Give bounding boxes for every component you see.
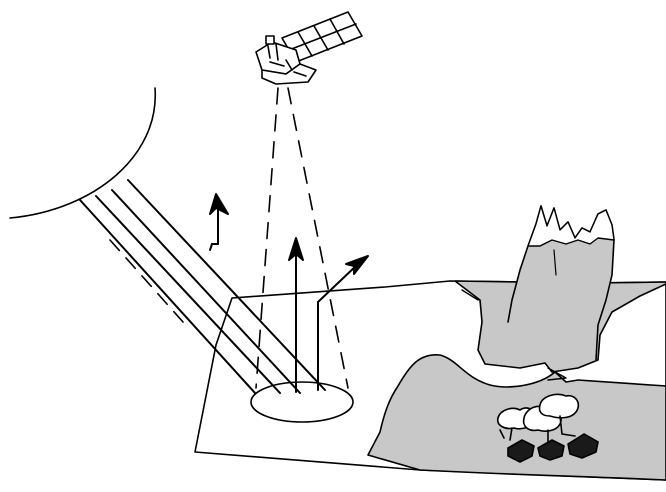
- fov-line-right: [287, 87, 349, 389]
- solar-panel-grid: [288, 18, 357, 57]
- arrowhead-icon: [345, 255, 369, 275]
- satellite-antenna: [265, 35, 275, 45]
- tree-cluster-icon: [496, 393, 599, 463]
- mountain-ridge-line: [553, 249, 557, 276]
- arrowhead-icon: [288, 237, 304, 261]
- satellite-icon: [255, 11, 363, 85]
- solar-ray: [79, 199, 256, 394]
- incoming-solar-rays: [79, 179, 326, 394]
- solar-ray: [111, 189, 301, 394]
- sun-arc-icon: [9, 87, 156, 219]
- reflected-radiation-arrows: [209, 193, 369, 393]
- solar-ray-dashed: [109, 239, 184, 323]
- scattered-arrow-tail: [209, 243, 213, 251]
- satellite-body-lower: [261, 63, 317, 85]
- fov-line-left: [255, 87, 279, 389]
- satellite-details: [267, 43, 307, 77]
- tree-trunks: [499, 415, 576, 447]
- sensor-field-of-view: [255, 87, 349, 389]
- solar-ray: [95, 195, 281, 394]
- solar-ray: [127, 179, 326, 391]
- sensor-footprint-ellipse: [250, 381, 354, 423]
- reflected-arrow-bend: [317, 263, 359, 303]
- terrain-line: [461, 289, 567, 381]
- tree-canopy: [538, 393, 580, 419]
- tree-shadow: [537, 439, 565, 461]
- ground-surface: [194, 280, 666, 481]
- arrowhead-icon: [209, 193, 229, 215]
- tree-shadow: [507, 439, 535, 463]
- tree-shadow: [567, 433, 599, 459]
- mountain-snowcap: [527, 205, 615, 247]
